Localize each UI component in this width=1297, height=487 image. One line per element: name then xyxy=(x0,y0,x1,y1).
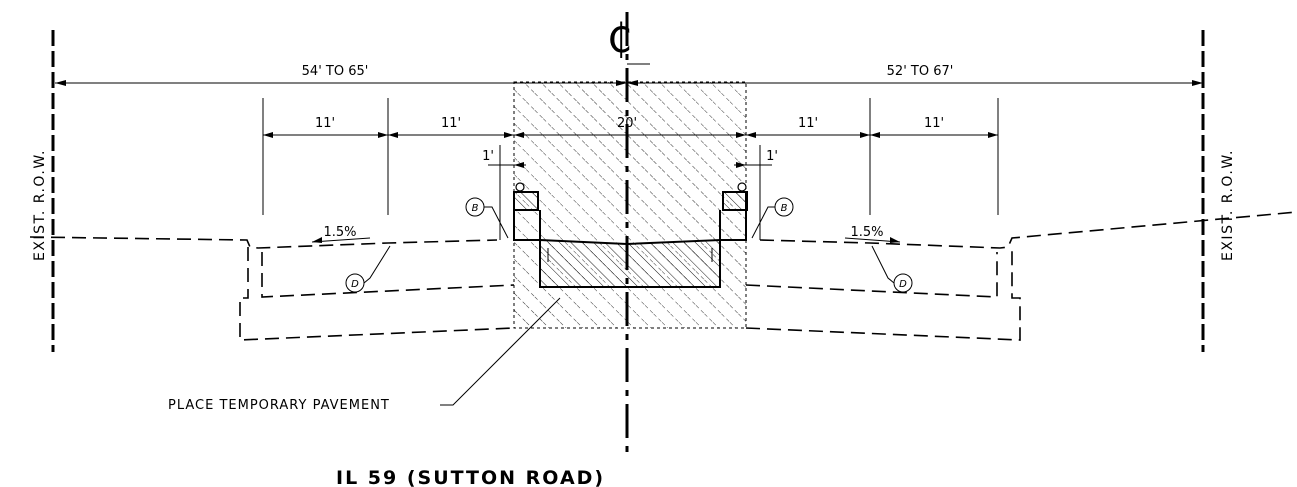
row-label-right: EXIST. R.O.W. xyxy=(1220,149,1236,261)
curb-block-right xyxy=(722,191,748,211)
dim-lane-left-inner: 11' xyxy=(441,116,461,131)
dim-lane-left-outer: 11' xyxy=(315,116,335,131)
drawing-title: IL 59 (SUTTON ROAD) xyxy=(336,467,605,487)
callout-b-right: B xyxy=(781,203,788,214)
temporary-pavement xyxy=(539,238,721,288)
dim-lane-right-outer: 11' xyxy=(924,116,944,131)
curb-block-left xyxy=(513,191,539,211)
base-left-1 xyxy=(261,252,515,298)
base-left-2 xyxy=(239,247,515,341)
dim-left-overall: 54' TO 65' xyxy=(302,64,369,79)
callout-b-left: B xyxy=(472,203,479,214)
callout-d-right: D xyxy=(899,279,907,290)
base-right-1 xyxy=(745,252,998,298)
callout-d-left: D xyxy=(351,279,359,290)
dim-curb-left: 1' xyxy=(482,149,494,164)
centerline-symbol: ₵ xyxy=(607,16,632,62)
surface-right xyxy=(759,211,1297,249)
note-temporary-pavement: PLACE TEMPORARY PAVEMENT xyxy=(168,398,390,413)
slope-right: 1.5% xyxy=(850,225,883,240)
dim-right-overall: 52' TO 67' xyxy=(887,64,954,79)
row-label-left: EXIST. R.O.W. xyxy=(32,149,48,261)
surface-left xyxy=(29,236,498,249)
base-right-2 xyxy=(745,247,1021,341)
slope-left: 1.5% xyxy=(323,225,356,240)
dim-median: 20' xyxy=(617,116,637,131)
dim-lane-right-inner: 11' xyxy=(798,116,818,131)
dim-curb-right: 1' xyxy=(766,149,778,164)
